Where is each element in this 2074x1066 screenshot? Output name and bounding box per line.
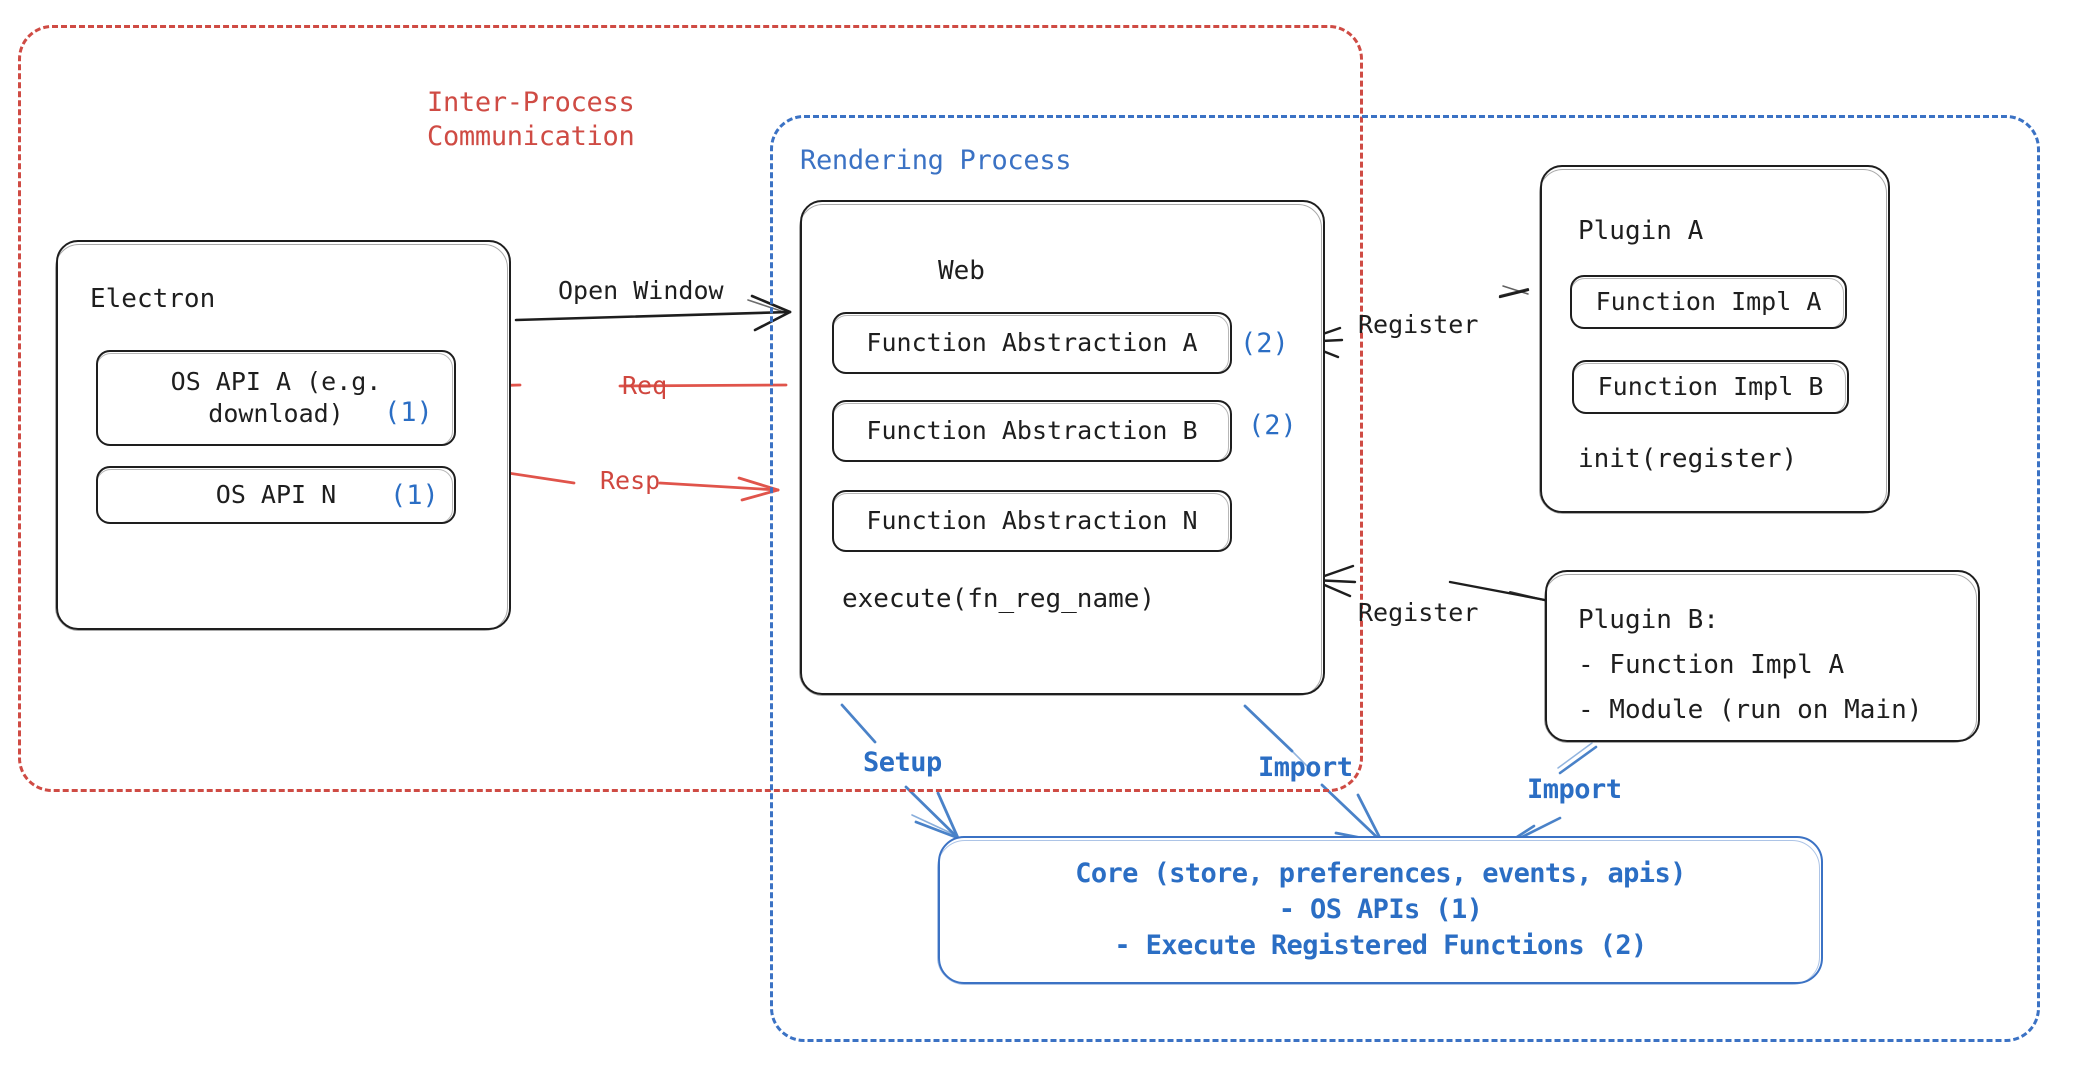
- os-api-a-label: OS API A (e.g. download): [170, 367, 382, 428]
- group-inter-process-communication: [18, 25, 1363, 792]
- plugin-b-title: Plugin B:: [1578, 605, 1719, 635]
- plugin-b-item-module: - Module (run on Main): [1578, 695, 1923, 725]
- plugin-a-box: [1539, 165, 1890, 514]
- function-impl-a-box[interactable]: Function Impl A: [1570, 275, 1847, 329]
- plugin-b-box: [1544, 570, 1980, 743]
- core-box: [937, 836, 1823, 985]
- os-api-n-label: OS API N: [215, 480, 337, 509]
- edge-label-import-plugin-b: Import: [1527, 774, 1622, 805]
- edge-label-register-bottom: Register: [1358, 598, 1479, 627]
- os-api-n-box[interactable]: OS API N: [96, 466, 456, 524]
- function-impl-b-box[interactable]: Function Impl B: [1572, 360, 1849, 414]
- function-abstraction-n-label: Function Abstraction N: [866, 506, 1198, 535]
- web-execute-label: execute(fn_reg_name): [842, 584, 1156, 614]
- function-abstraction-a-label: Function Abstraction A: [866, 328, 1198, 357]
- function-abstraction-a-box[interactable]: Function Abstraction A: [832, 312, 1232, 374]
- group-title-ipc: Inter-Process Communication: [427, 87, 635, 152]
- edge-label-setup: Setup: [863, 747, 942, 778]
- os-api-a-tag: (1): [384, 397, 433, 428]
- function-abstraction-b-box[interactable]: Function Abstraction B: [832, 400, 1232, 462]
- function-impl-a-label: Function Impl A: [1595, 287, 1822, 316]
- function-abstraction-b-label: Function Abstraction B: [866, 416, 1198, 445]
- edge-label-register-top: Register: [1358, 310, 1479, 339]
- web-title: Web: [938, 256, 985, 286]
- function-impl-b-label: Function Impl B: [1597, 372, 1824, 401]
- edge-label-resp: Resp: [600, 466, 661, 495]
- core-line-execute-registered: - Execute Registered Functions (2): [1114, 930, 1647, 961]
- edge-label-open-window: Open Window: [558, 276, 724, 305]
- core-line-os-apis: - OS APIs (1): [1278, 894, 1483, 925]
- edge-label-req: Req: [622, 371, 668, 400]
- plugin-a-init-label: init(register): [1578, 444, 1798, 474]
- function-abstraction-a-tag: (2): [1240, 328, 1289, 359]
- group-rendering-process: [770, 115, 2040, 1042]
- electron-title: Electron: [90, 284, 216, 314]
- function-abstraction-n-box[interactable]: Function Abstraction N: [832, 490, 1232, 552]
- edge-label-import-web: Import: [1258, 752, 1353, 783]
- core-line-main: Core (store, preferences, events, apis): [1075, 858, 1686, 889]
- group-title-rendering-process: Rendering Process: [800, 145, 1072, 176]
- plugin-a-title: Plugin A: [1578, 216, 1704, 246]
- os-api-n-tag: (1): [390, 480, 439, 511]
- function-abstraction-b-tag: (2): [1248, 410, 1297, 441]
- os-api-a-box[interactable]: OS API A (e.g. download): [96, 350, 456, 446]
- plugin-b-item-function-impl-a: - Function Impl A: [1578, 650, 1845, 680]
